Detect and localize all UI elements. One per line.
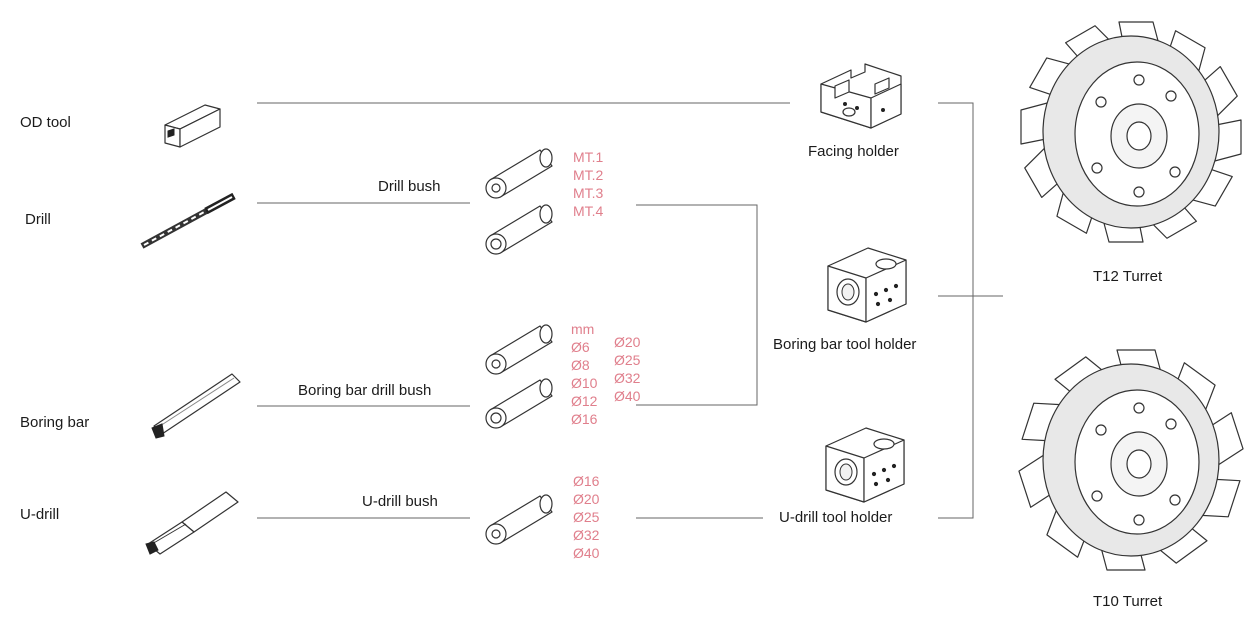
boring-bar-label: Boring bar (20, 414, 90, 431)
boring-bar-bush-spec-item: Ø10 (571, 375, 598, 391)
od-tool-label: OD tool (20, 114, 71, 131)
boring-bar-bush-unit: mm (571, 321, 595, 337)
drill-icon (140, 192, 236, 249)
u-drill-bush-spec-item: Ø20 (573, 491, 600, 507)
boring-bar-bush-spec-item: Ø25 (614, 352, 641, 368)
u-drill-bush-spec-item: Ø25 (573, 509, 600, 525)
boring-bar-bush-spec-item: Ø6 (571, 339, 590, 355)
u-drill-bush-spec-item: Ø32 (573, 527, 600, 543)
drill-bush-spec-list: MT.1 MT.2 MT.3 MT.4 (573, 148, 603, 220)
boring-bar-bush-spec-item: Ø20 (614, 334, 641, 350)
holders-bracket-line (938, 102, 974, 519)
boring-bar-bush-spec-item: Ø40 (614, 388, 641, 404)
u-drill-tool-holder-label: U-drill tool holder (779, 509, 893, 526)
boring-bar-bush-spec-item: Ø8 (571, 357, 590, 373)
u-drill-bush-icon (485, 494, 553, 545)
boring-bar-bush-spec-item: Ø16 (571, 411, 598, 427)
t12-turret-icon (1020, 21, 1242, 243)
drill-bush-spec-item: MT.4 (573, 203, 604, 219)
u-drill-bush-spec-item: Ø40 (573, 545, 600, 561)
drill-label: Drill (25, 211, 51, 228)
boring-bar-drill-bush-icon (485, 324, 553, 429)
boring-bar-drill-bush-label: Boring bar drill bush (298, 382, 432, 399)
boring-bar-tool-holder-label: Boring bar tool holder (773, 336, 917, 353)
u-drill-bush-spec-item: Ø16 (573, 473, 600, 489)
boring-bar-tool-holder-icon (827, 247, 907, 323)
t10-turret-label: T10 Turret (1093, 593, 1163, 610)
facing-holder-label: Facing holder (808, 143, 899, 160)
drill-bush-icon (485, 148, 553, 255)
u-drill-tool-holder-icon (825, 427, 905, 503)
drill-bush-spec-item: MT.3 (573, 185, 604, 201)
od-tool-icon (164, 104, 221, 148)
u-drill-bush-spec-list: Ø16 Ø20 Ø25 Ø32 Ø40 (573, 472, 599, 562)
drill-bush-to-boring-holder-connector (636, 204, 758, 406)
boring-bar-bush-spec-item: Ø12 (571, 393, 598, 409)
t10-turret-icon (1018, 349, 1244, 571)
boring-bar-bush-spec-col1: Ø6 Ø8 Ø10 Ø12 Ø16 (571, 338, 597, 428)
u-drill-bush-label: U-drill bush (362, 493, 438, 510)
facing-holder-icon (820, 63, 902, 129)
boring-bar-icon (151, 373, 241, 439)
drill-bush-spec-item: MT.1 (573, 149, 604, 165)
boring-bar-bush-spec-col2: Ø20 Ø25 Ø32 Ø40 (614, 333, 640, 405)
drill-bush-label: Drill bush (378, 178, 441, 195)
boring-bar-bush-spec-item: Ø32 (614, 370, 641, 386)
u-drill-label: U-drill (20, 506, 60, 523)
drill-bush-spec-item: MT.2 (573, 167, 604, 183)
u-drill-icon (145, 491, 239, 555)
t12-turret-label: T12 Turret (1093, 268, 1163, 285)
